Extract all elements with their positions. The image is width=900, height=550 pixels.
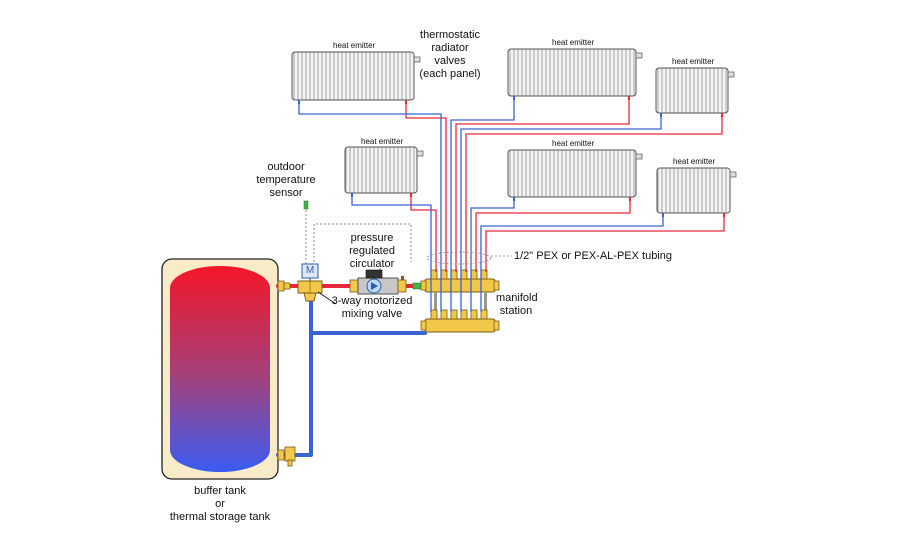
tank-line-3: thermal storage tank xyxy=(169,511,271,523)
manifold-label: manifold station xyxy=(496,292,538,318)
mixing-valve-leader xyxy=(317,291,337,305)
heat-emitter-1 xyxy=(291,51,421,104)
tank-line-2: or xyxy=(215,498,225,510)
heat-emitter-6-label: heat emitter xyxy=(673,157,716,166)
mixing-valve-label: 3-way motorized mixing valve xyxy=(320,295,424,321)
thermostatic-valves-label: thermostatic radiator valves (each panel… xyxy=(410,29,490,81)
circulator xyxy=(349,269,422,295)
circulator-line-1: pressure xyxy=(350,232,394,244)
tank-line-1: buffer tank xyxy=(194,485,246,497)
outdoor-sensor-icon xyxy=(303,200,309,210)
heat-emitter-4-label: heat emitter xyxy=(672,57,715,66)
heat-emitter-2 xyxy=(344,146,424,197)
outdoor-line-3: sensor xyxy=(269,187,303,199)
manifold-line-2: station xyxy=(499,305,533,317)
thermostatic-line-4: (each panel) xyxy=(419,68,481,80)
heat-emitter-6 xyxy=(656,167,737,217)
tank-label: buffer tank or thermal storage tank xyxy=(160,485,280,524)
mixing-valve-line-1: 3-way motorized xyxy=(331,295,413,307)
heat-emitter-1-label: heat emitter xyxy=(333,41,376,50)
manifold-line-1: manifold xyxy=(496,292,538,304)
buffer-tank xyxy=(161,258,279,480)
tubing-callout-ellipse xyxy=(426,251,492,265)
distribution-tubing xyxy=(298,99,725,312)
outdoor-line-2: temperature xyxy=(256,174,316,186)
tubing-label: 1/2" PEX or PEX-AL-PEX tubing xyxy=(514,250,672,262)
heat-emitter-3-label: heat emitter xyxy=(552,38,595,47)
outdoor-line-1: outdoor xyxy=(267,161,305,173)
heat-emitter-3 xyxy=(507,48,643,100)
heat-emitter-2-label: heat emitter xyxy=(361,137,404,146)
mixing-valve-line-2: mixing valve xyxy=(341,308,403,320)
thermostatic-line-1: thermostatic xyxy=(420,29,480,41)
thermostatic-line-2: radiator xyxy=(431,42,469,54)
tank-fittings xyxy=(277,280,296,467)
mixing-valve xyxy=(297,263,323,302)
manifold-station xyxy=(420,269,500,333)
heat-emitter-5-label: heat emitter xyxy=(552,139,595,148)
circulator-line-3: circulator xyxy=(349,258,395,270)
return-piping xyxy=(276,298,427,457)
heat-emitter-5 xyxy=(507,149,643,201)
thermostatic-line-3: valves xyxy=(434,55,466,67)
outdoor-sensor-label: outdoor temperature sensor xyxy=(248,161,324,200)
circulator-line-2: regulated xyxy=(349,245,395,257)
heat-emitter-4 xyxy=(655,67,735,117)
circulator-label: pressure regulated circulator xyxy=(336,232,408,271)
mixing-valve-motor-letter: M xyxy=(305,265,315,276)
